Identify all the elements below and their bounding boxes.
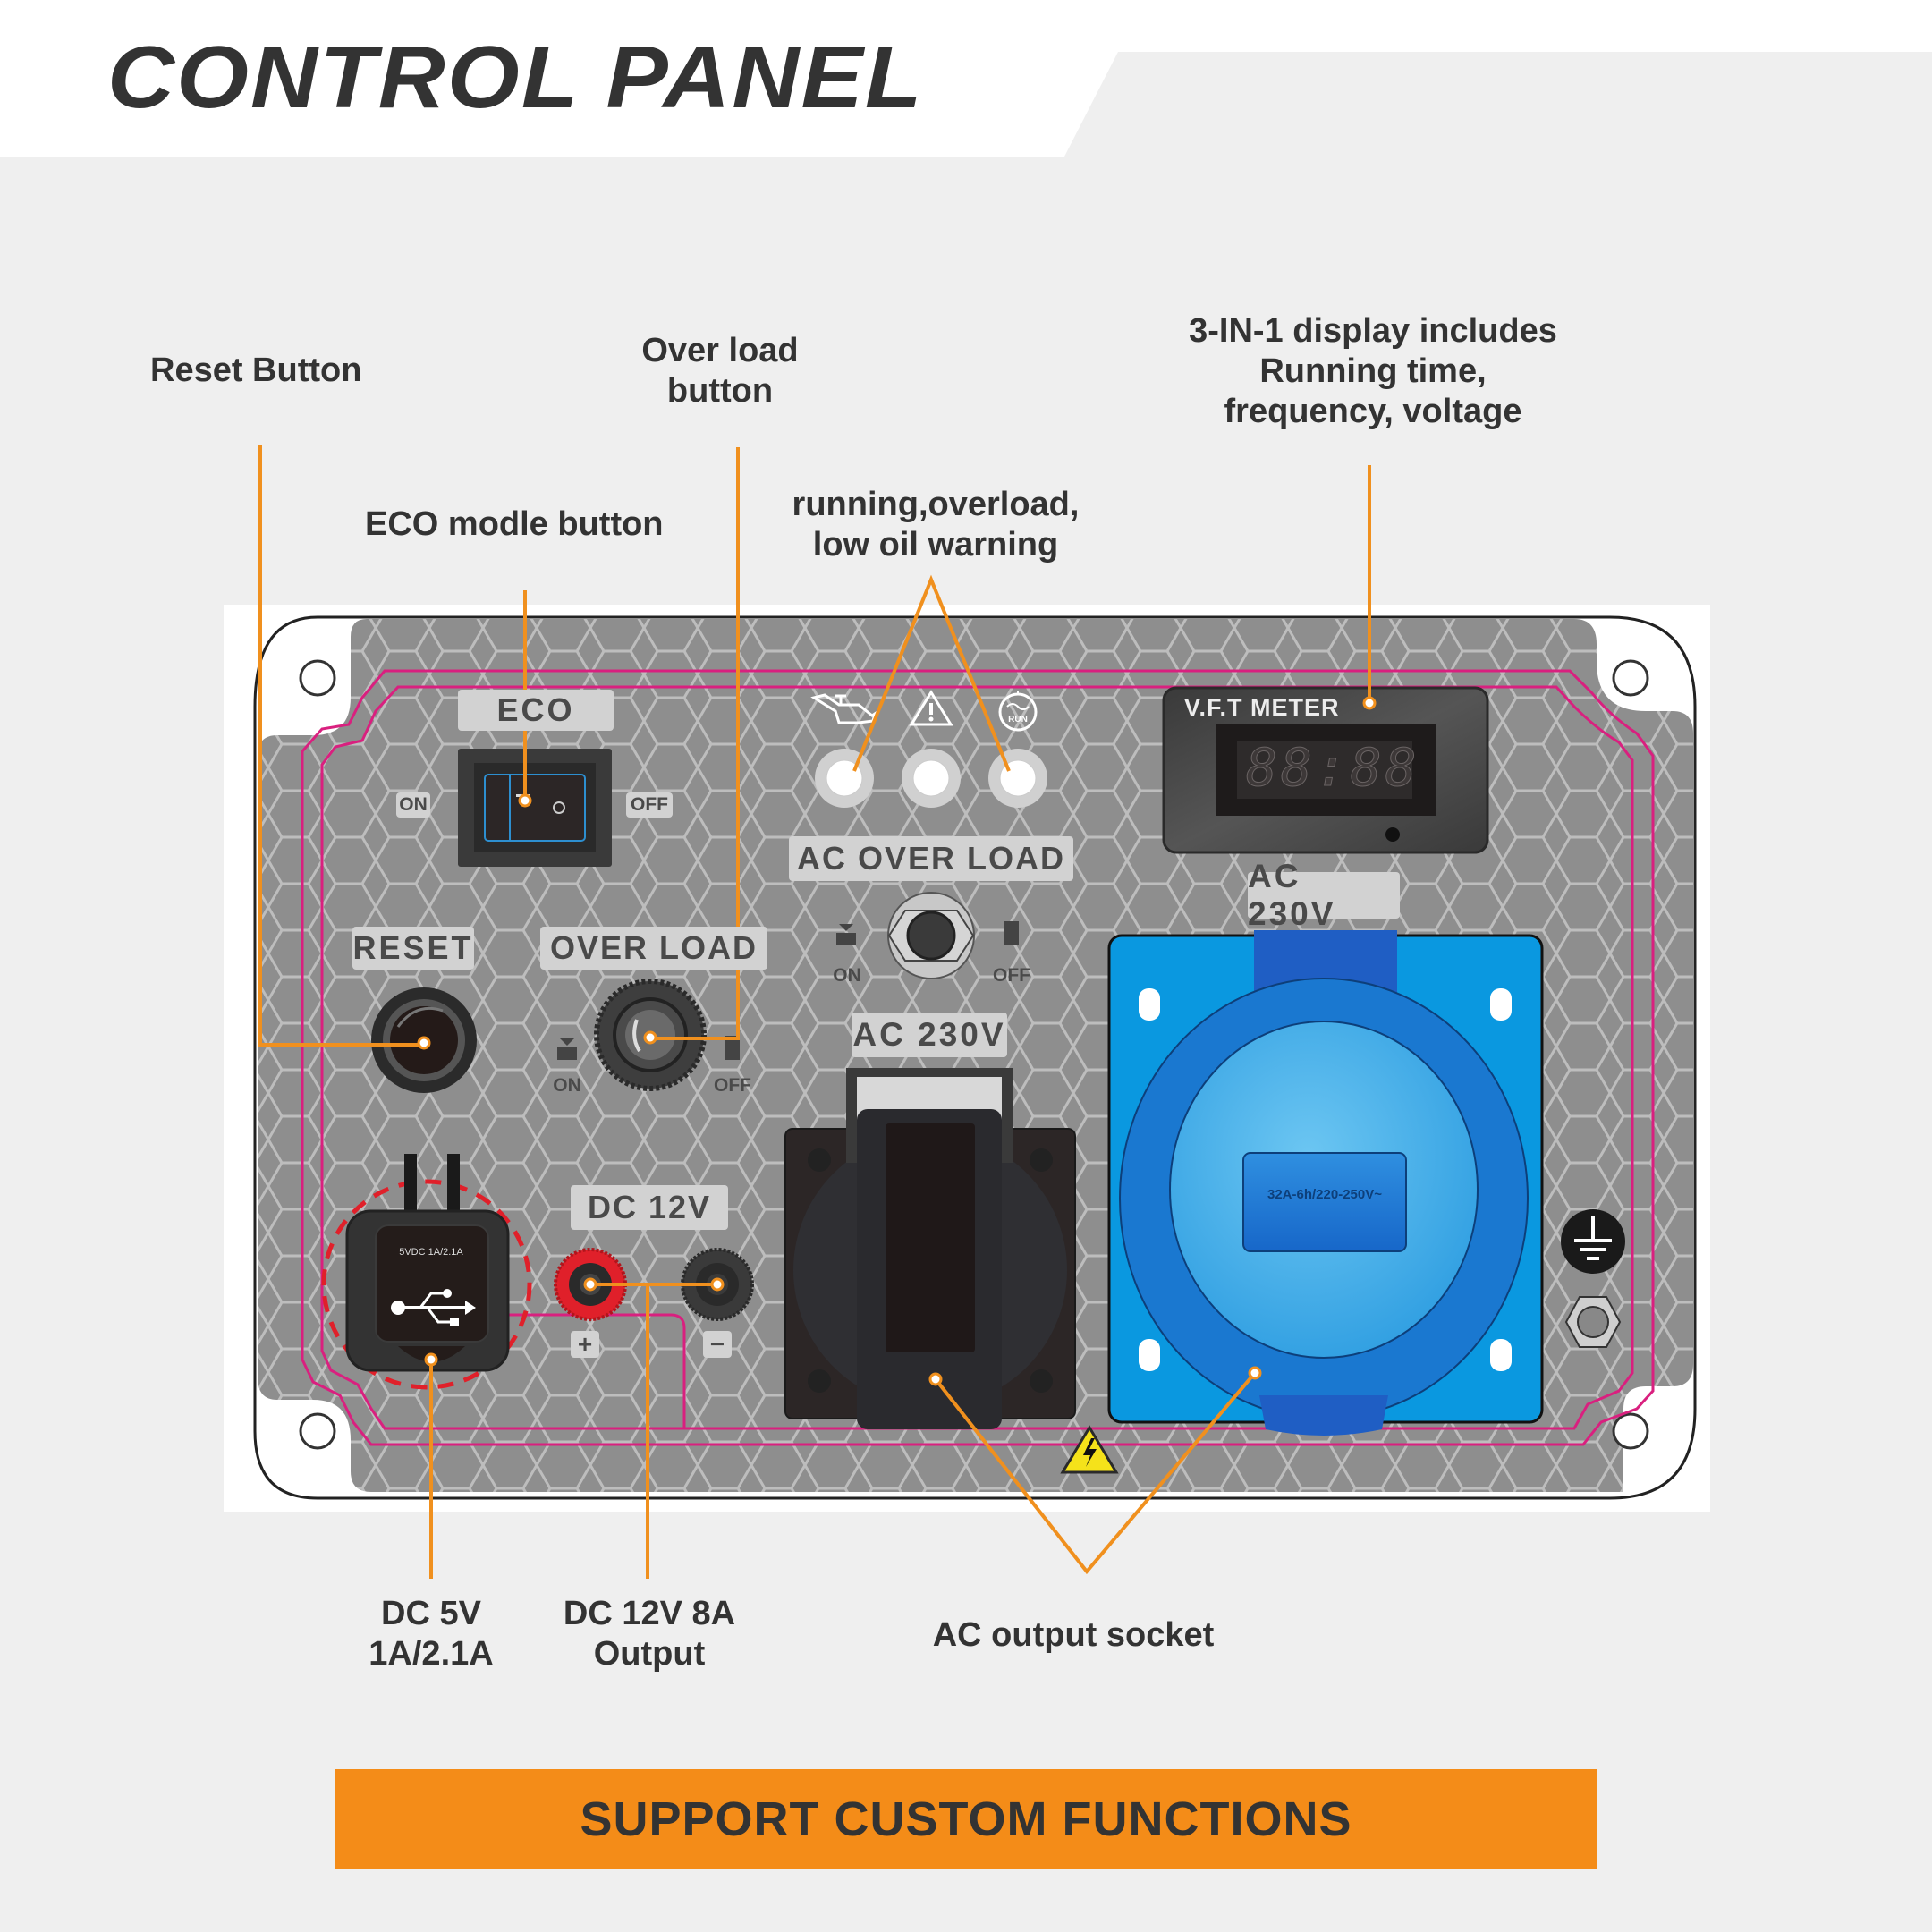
- callout-dc5v: DC 5V 1A/2.1A: [351, 1594, 512, 1674]
- warning-triangle-icon: [909, 690, 953, 726]
- ac-overload-button-graphic: [887, 892, 975, 979]
- callout-line-2: Output: [593, 1635, 706, 1673]
- custom-functions-banner: SUPPORT CUSTOM FUNCTIONS: [335, 1769, 1597, 1869]
- callout-line-1: Over load: [641, 332, 799, 369]
- callout-warning-lights: running,overload, low oil warning: [778, 485, 1093, 565]
- magenta-trim: [301, 669, 1655, 1446]
- on-pictogram-icon: [836, 924, 856, 945]
- schuko-socket: [784, 1068, 1076, 1429]
- ground-stud: [1564, 1296, 1622, 1348]
- leader-overload: [650, 447, 740, 1040]
- on-pictogram-icon: [557, 1038, 577, 1060]
- banner-text: SUPPORT CUSTOM FUNCTIONS: [580, 1792, 1352, 1846]
- callout-line-1: DC 12V 8A: [563, 1595, 736, 1632]
- callout-over-load-button: Over load button: [626, 331, 814, 411]
- callout-line-1: DC 5V: [381, 1595, 481, 1632]
- leader-warning: [852, 574, 1011, 772]
- eco-off-label: OFF: [626, 792, 673, 818]
- mount-hole: [299, 659, 336, 697]
- callout-dots: [417, 696, 1377, 1386]
- overload-on-label: ON: [553, 1075, 581, 1096]
- callout-line-2: low oil warning: [812, 526, 1059, 564]
- callout-display: 3-IN-1 display includes Running time, fr…: [1163, 311, 1583, 432]
- callout-line-2: button: [666, 372, 774, 410]
- callout-leaders: [258, 445, 1371, 1579]
- meter-digits: 88:88: [1246, 737, 1420, 799]
- mount-hole: [299, 1412, 336, 1450]
- indicator-lights: [815, 749, 1047, 808]
- run-icon-text: RUN: [1008, 715, 1028, 724]
- page-title: CONTROL PANEL: [107, 28, 924, 126]
- callout-reset-button: Reset Button: [150, 351, 361, 391]
- meter-label: V.F.T METER: [1184, 694, 1340, 721]
- high-voltage-warning-icon: [1060, 1425, 1119, 1474]
- callout-ac-socket: AC output socket: [921, 1615, 1225, 1656]
- socket-rating-text: 32A-6h/220-250V~: [1267, 1187, 1382, 1202]
- off-pictogram-icon: [725, 1036, 740, 1060]
- callout-line-1: 3-IN-1 display includes: [1189, 312, 1557, 350]
- callout-dc12v: DC 12V 8A Output: [547, 1594, 751, 1674]
- callout-line-2: 1A/2.1A: [369, 1635, 494, 1673]
- callout-eco-button: ECO modle button: [365, 504, 664, 545]
- oil-can-icon: [810, 693, 877, 724]
- eco-on-label: ON: [396, 792, 430, 818]
- usb-rating-text: 5VDC 1A/2.1A: [399, 1247, 463, 1258]
- dc12v-label: DC 12V: [571, 1185, 728, 1230]
- off-pictogram-icon: [1004, 921, 1019, 945]
- reset-label: RESET: [352, 927, 474, 970]
- ac-230v-left-label: AC 230V: [852, 1013, 1007, 1057]
- leader-reset: [258, 445, 424, 1046]
- callout-text: Reset Button: [150, 352, 362, 389]
- overload-label: OVER LOAD: [540, 927, 767, 970]
- header-band: [0, 0, 1932, 157]
- overload-off-label: OFF: [714, 1075, 751, 1096]
- industrial-blue-socket: 32A-6h/220-250V~: [1107, 930, 1544, 1436]
- ac-overload-on-label: ON: [833, 965, 861, 986]
- ac-overload-off-label: OFF: [993, 965, 1030, 986]
- callout-line-2: Running time,: [1259, 352, 1487, 390]
- eco-label: ECO: [458, 690, 614, 731]
- ground-icon: [1561, 1209, 1625, 1274]
- vft-meter: [1162, 686, 1489, 854]
- usb-port: 5VDC 1A/2.1A: [321, 1154, 532, 1390]
- ac-overload-label: AC OVER LOAD: [789, 836, 1073, 881]
- callout-text: ECO modle button: [365, 505, 664, 543]
- usb-icon: [391, 1289, 476, 1326]
- callout-line-1: running,overload,: [792, 486, 1080, 523]
- mount-hole: [1612, 1412, 1649, 1450]
- mount-hole: [1612, 659, 1649, 697]
- callout-text: AC output socket: [932, 1616, 1215, 1654]
- ac-230v-right-label: AC 230V: [1248, 858, 1400, 932]
- dc-plus-label: +: [571, 1330, 599, 1358]
- eco-switch: [458, 749, 612, 867]
- leader-ac: [934, 1371, 1257, 1575]
- callout-line-3: frequency, voltage: [1224, 393, 1522, 430]
- run-icon: RUN: [998, 691, 1038, 732]
- dc-minus-label: −: [703, 1330, 732, 1358]
